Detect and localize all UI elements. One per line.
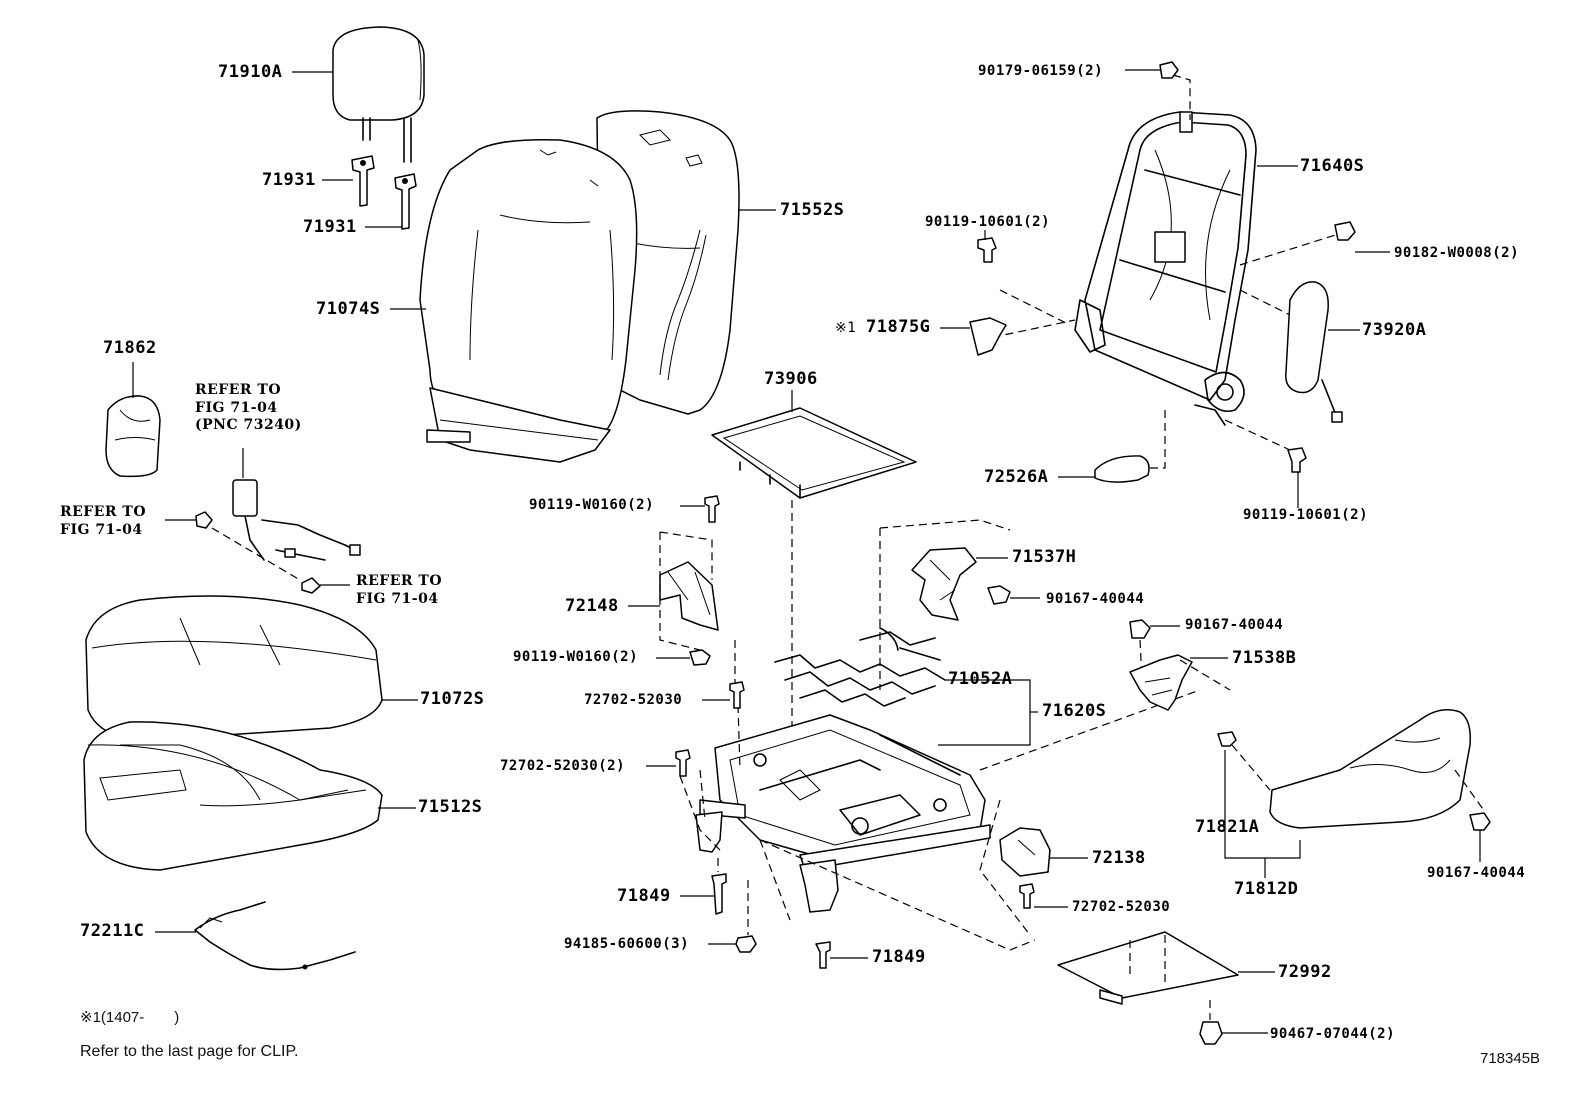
clip-note: Refer to the last page for CLIP. [80,1043,299,1060]
bolts-72148-drawing [689,495,720,666]
label-71512s: 71512S [418,797,483,817]
cover-71875g-drawing [969,317,1007,356]
label-90119-w0160-top: 90119-W0160(2) [529,497,655,513]
label-72526a: 72526A [984,467,1049,487]
cover-71862-drawing [105,395,161,478]
label-73906: 73906 [764,369,818,389]
label-71640s: 71640S [1300,156,1365,176]
label-71931-upper: 71931 [262,170,316,190]
label-72702-52030-a: 72702-52030 [584,692,683,708]
label-72138: 72138 [1092,848,1146,868]
cushion-cover-drawing [83,721,383,871]
label-90167-40044-a: 90167-40044 [1046,591,1145,607]
label-71538b: 71538B [1232,648,1297,668]
screw-90167-drawing [987,585,1491,831]
label-72702-52030-c: 72702-52030 [1072,899,1171,915]
bolts-71849-drawing [711,873,831,969]
label-refer-belt: REFER TO FIG 71-04 (PNC 73240) [195,382,302,433]
back-hardware-drawing [977,61,1356,473]
label-71812d: 71812D [1234,879,1299,899]
spring-71052a-drawing [774,627,946,707]
label-90167-40044-c: 90167-40044 [1427,865,1526,881]
bracket-72148-drawing [659,561,719,631]
label-refer-left: REFER TO FIG 71-04 [60,504,147,538]
cushion-pad-drawing [85,595,383,741]
footnote-range: ※1(1407- ) [80,1009,180,1026]
label-90467-07044: 90467-07044(2) [1270,1026,1396,1042]
label-71931-lower: 71931 [303,217,357,237]
label-73920a: 73920A [1362,320,1427,340]
label-71875g: 71875G [866,317,931,337]
label-71072s: 71072S [420,689,485,709]
label-71862: 71862 [103,338,157,358]
wire-72211c-drawing [194,901,356,971]
drawing-id: 718345B [1480,1050,1541,1067]
headrest-guide-drawing [351,155,417,230]
screws-72702-drawing [675,681,1035,909]
label-71849-a: 71849 [617,886,671,906]
knob-72526a-drawing [1094,455,1150,483]
label-90119-w0160-lower: 90119-W0160(2) [513,649,639,665]
label-72148: 72148 [565,596,619,616]
armrest-drawing [1285,281,1343,423]
label-72211c: 72211C [80,921,145,941]
label-71052a: 71052A [948,669,1013,689]
label-71552s: 71552S [780,200,845,220]
label-71849-b: 71849 [872,947,926,967]
label-71620s: 71620S [1042,701,1107,721]
label-note-mark: ※1 [835,320,857,336]
side-shield-drawing [1269,709,1472,829]
label-72702-52030-b: 72702-52030(2) [500,758,626,774]
label-90119-10601-a: 90119-10601(2) [925,214,1051,230]
label-71537h: 71537H [1012,547,1077,567]
seatback-pad-drawing [419,138,638,463]
pan-73906-drawing [711,407,917,499]
headrest-drawing [332,26,425,163]
label-refer-bottom: REFER TO FIG 71-04 [356,573,443,607]
cover-72138-drawing [999,827,1051,877]
label-72992: 72992 [1278,962,1332,982]
label-71821a: 71821A [1195,817,1260,837]
label-90179-06159: 90179-06159(2) [978,63,1104,79]
cover-71538b-drawing [1129,654,1193,711]
seatbelt-buckle-drawing [195,448,361,594]
label-94185-60600: 94185-60600(3) [564,936,690,952]
cover-71537h-drawing [911,547,977,621]
label-71074s: 71074S [316,299,381,319]
board-72992-drawing [1057,931,1239,1005]
label-71910a: 71910A [218,62,283,82]
seat-frame-drawing [695,714,991,913]
label-90167-40044-b: 90167-40044 [1185,617,1284,633]
label-90182-w0008: 90182-W0008(2) [1394,245,1520,261]
seatback-frame-drawing [1074,111,1257,426]
label-90119-10601-b: 90119-10601(2) [1243,507,1369,523]
clip-90467-drawing [1199,1021,1223,1045]
